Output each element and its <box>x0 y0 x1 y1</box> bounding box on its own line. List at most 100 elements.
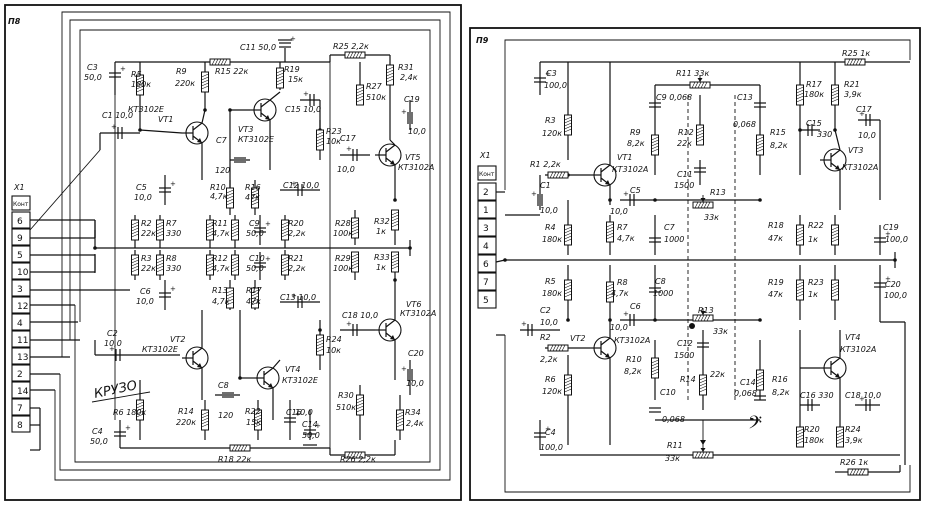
resistor-body <box>692 314 714 322</box>
resistor-hatch <box>281 233 289 238</box>
label-right-r10: R10 <box>626 355 642 364</box>
resistor-hatch <box>201 76 209 81</box>
label-right-c19: C19 <box>883 223 899 232</box>
label-left-c4v: 50,0 <box>90 437 108 446</box>
resistor-body <box>201 409 209 431</box>
resistor-hatch <box>756 136 764 141</box>
resistor-hatch <box>201 73 209 78</box>
resistor-hatch <box>358 451 363 459</box>
resistor-body <box>651 134 659 156</box>
resistor-body <box>391 209 399 231</box>
resistor-hatch <box>351 256 359 261</box>
resistor-hatch <box>351 265 359 270</box>
label-left-r28: R28 <box>335 219 351 228</box>
emitter-arrow <box>835 165 840 170</box>
resistor-body <box>351 217 359 239</box>
wiper-arrow <box>700 440 706 445</box>
resistor-hatch <box>226 192 234 197</box>
resistor-hatch <box>703 201 708 209</box>
connector-pin-cell <box>477 236 497 255</box>
label-left-r11: R11 <box>212 219 228 228</box>
connector-pin-2: 2 <box>17 370 23 380</box>
r34-resistor <box>396 409 404 431</box>
resistor-hatch <box>831 287 839 292</box>
label-left-r16: R16 <box>245 183 261 192</box>
wire <box>201 109 206 124</box>
r31-resistor <box>386 64 394 86</box>
resistor-body <box>547 344 569 352</box>
label-right-r2v: 2,2к <box>540 355 558 364</box>
connector-pin-cell <box>11 347 31 365</box>
label-left-r19v: 15к <box>288 75 303 84</box>
panel-title-right: П9 <box>476 36 489 45</box>
label-left-vt2: VT2 <box>170 335 185 344</box>
c1-capacitor: + <box>531 190 543 206</box>
resistor-hatch <box>696 132 704 137</box>
resistor-hatch <box>226 295 234 300</box>
resistor-body <box>231 219 239 241</box>
label-right-r19v: 47к <box>768 290 783 299</box>
resistor-hatch <box>356 89 364 94</box>
resistor-body <box>206 254 214 276</box>
junction-dot <box>393 198 397 202</box>
c6-capacitor: + <box>159 285 176 298</box>
label-left-c9: C9 <box>249 219 260 228</box>
polarity-mark: + <box>111 123 117 131</box>
connector-pin-cell <box>477 200 497 219</box>
polarity-mark: + <box>170 180 176 188</box>
c19-capacitor: + <box>874 230 891 243</box>
junction-dot <box>566 318 570 322</box>
resistor-hatch <box>281 265 289 270</box>
resistor-hatch <box>316 134 324 139</box>
label-left-c17v: 10,0 <box>337 165 355 174</box>
label-left-r13v: 4,7к <box>212 297 230 306</box>
resistor-hatch <box>391 217 399 222</box>
resistor-hatch <box>356 402 364 407</box>
label-right-c15v: 330 <box>817 130 832 139</box>
resistor-hatch <box>276 72 284 77</box>
resistor-hatch <box>217 58 222 66</box>
polarity-mark: + <box>170 285 176 293</box>
label-right-r6: R6 <box>545 375 556 384</box>
wire <box>272 359 281 369</box>
resistor-hatch <box>606 235 614 240</box>
resistor-hatch <box>564 122 572 127</box>
label-right-r22: R22 <box>808 221 824 230</box>
label-right-c13v: 0,068 <box>733 120 756 129</box>
label-left-r5: R5 <box>131 70 142 79</box>
resistor <box>156 254 164 276</box>
resistor-hatch <box>796 86 804 91</box>
resistor-hatch <box>206 265 214 270</box>
transistor-collector <box>385 319 396 328</box>
resistor-hatch <box>696 135 704 140</box>
resistor-hatch <box>281 230 289 235</box>
resistor-hatch <box>391 223 399 228</box>
resistor-hatch <box>700 201 705 209</box>
panel-frame-right <box>469 27 921 501</box>
c8-capacitor <box>649 287 661 293</box>
resistor-hatch <box>276 78 284 83</box>
resistor-hatch <box>836 434 844 439</box>
resistor-hatch <box>226 301 234 306</box>
resistor-body <box>226 187 234 209</box>
c16-capacitor: + <box>284 410 301 423</box>
resistor-hatch <box>352 51 357 59</box>
c18-capacitor: + <box>859 395 871 411</box>
resistor-hatch <box>831 232 839 237</box>
label-right-c1v: 10,0 <box>540 206 558 215</box>
resistor-hatch <box>356 399 364 404</box>
label-left-r24v: 10к <box>326 346 341 355</box>
resistor-hatch <box>206 262 214 267</box>
label-left-r15: R15 22к <box>215 67 248 76</box>
resistor-hatch <box>281 268 289 273</box>
resistor-hatch <box>281 256 289 261</box>
junction-dot <box>503 258 507 262</box>
wiper-arrow <box>700 198 706 202</box>
label-left-r33: R33 <box>374 253 390 262</box>
polarity-mark: + <box>291 180 297 188</box>
resistor-hatch <box>214 58 219 66</box>
r21-resistor <box>831 84 839 106</box>
c2-capacitor: + <box>521 320 533 336</box>
label-left-c5: C5 <box>136 183 147 192</box>
label-left-r34v: 2,4к <box>406 419 424 428</box>
